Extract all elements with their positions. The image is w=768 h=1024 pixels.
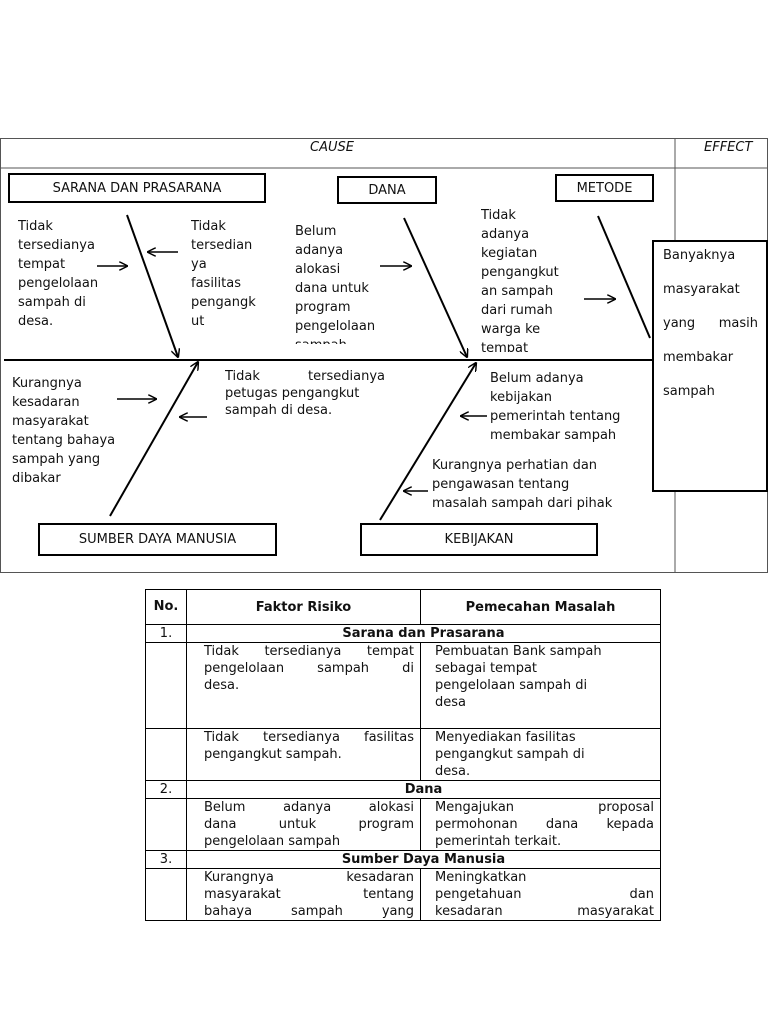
section-number: 3.: [145, 850, 187, 869]
section-number: 1.: [145, 624, 187, 643]
bone-kebijakan: [379, 363, 476, 521]
bone-sarana: [126, 214, 178, 357]
bone-sdm: [109, 362, 198, 517]
row-number-empty: [145, 868, 187, 921]
section-title: Sarana dan Prasarana: [186, 624, 661, 643]
category-kebijakan: KEBIJAKAN: [360, 523, 598, 556]
category-metode: METODE: [555, 174, 654, 202]
category-sarana: SARANA DAN PRASARANA: [8, 173, 266, 203]
row-number-empty: [145, 728, 187, 781]
diagram-lines: [0, 138, 768, 573]
risk-table: No. Faktor Risiko Pemecahan Masalah 1. S…: [145, 589, 661, 921]
section-title: Dana: [186, 780, 661, 799]
row-number-empty: [145, 798, 187, 851]
section-row: 2. Dana: [145, 780, 661, 799]
table-header-row: No. Faktor Risiko Pemecahan Masalah: [145, 589, 661, 625]
section-row: 3. Sumber Daya Manusia: [145, 850, 661, 869]
row-number-empty: [145, 642, 187, 729]
bone-metode: [597, 215, 651, 339]
section-title: Sumber Daya Manusia: [186, 850, 661, 869]
category-sdm: SUMBER DAYA MANUSIA: [38, 523, 277, 556]
category-dana: DANA: [337, 176, 437, 204]
header-no: No.: [145, 589, 187, 625]
bone-dana: [403, 217, 467, 357]
section-number: 2.: [145, 780, 187, 799]
effect-box: Banyaknya masyarakat yang masih membakar…: [652, 240, 768, 492]
header-solution: Pemecahan Masalah: [420, 589, 661, 625]
header-factor: Faktor Risiko: [186, 589, 421, 625]
section-row: 1. Sarana dan Prasarana: [145, 624, 661, 643]
cause-header: CAUSE: [310, 140, 354, 155]
fishbone-diagram: CAUSE EFFECT SARANA DAN PRASARANA DANA M…: [0, 138, 768, 573]
effect-header: EFFECT: [704, 140, 753, 155]
